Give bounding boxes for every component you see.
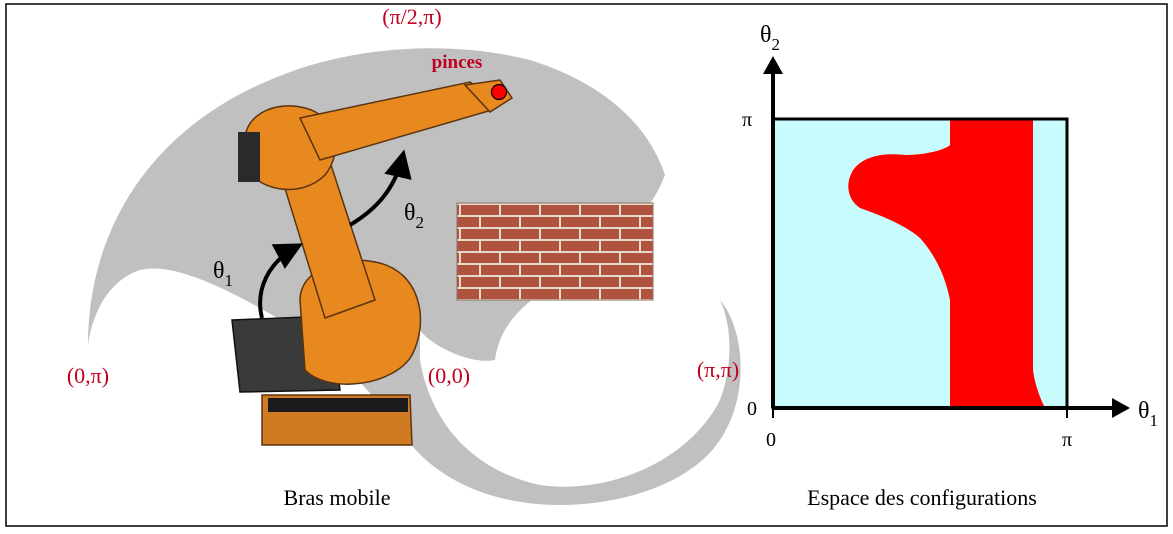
theta1-label: θ1 bbox=[213, 258, 233, 290]
brick-wall bbox=[456, 202, 654, 301]
x-axis-symbol: θ bbox=[1138, 398, 1150, 424]
y-axis-subscript: 2 bbox=[772, 35, 781, 54]
x-axis-subscript: 1 bbox=[1150, 411, 1159, 430]
y-axis-symbol: θ bbox=[760, 22, 772, 48]
theta1-subscript: 1 bbox=[225, 271, 234, 290]
x-axis-label: θ1 bbox=[1138, 398, 1158, 430]
x-tick-label-max: π bbox=[1062, 429, 1072, 451]
y-tick-label-max: π bbox=[742, 109, 752, 131]
x-tick-label-min: 0 bbox=[766, 429, 776, 451]
gripper-label: pinces bbox=[432, 52, 483, 73]
theta1-arrow bbox=[258, 243, 303, 319]
robot-arm-panel: pinces (π/2,π) (0,π) (0,0) (π,π) θ1 θ2 B… bbox=[67, 4, 741, 510]
figure-frame bbox=[5, 3, 1168, 527]
theta2-subscript: 2 bbox=[416, 213, 425, 232]
gripper-marker bbox=[490, 83, 508, 101]
configuration-space-panel: 0 π 0 π θ1 θ2 Espace des configurations bbox=[742, 22, 1158, 510]
robot-base-ring bbox=[268, 398, 408, 412]
left-caption: Bras mobile bbox=[284, 485, 391, 510]
y-axis-label: θ2 bbox=[760, 22, 780, 54]
coord-top: (π/2,π) bbox=[382, 4, 441, 29]
theta2-symbol: θ bbox=[404, 200, 416, 226]
theta1-symbol: θ bbox=[213, 258, 225, 284]
x-axis-arrowhead bbox=[1112, 398, 1130, 418]
y-tick-label-min: 0 bbox=[747, 398, 757, 420]
right-caption: Espace des configurations bbox=[807, 485, 1037, 510]
coord-center: (0,0) bbox=[428, 363, 470, 388]
robot-motor bbox=[238, 132, 260, 182]
coord-left: (0,π) bbox=[67, 363, 109, 388]
theta2-arrow bbox=[348, 149, 412, 227]
coord-right: (π,π) bbox=[697, 357, 739, 382]
theta2-label: θ2 bbox=[404, 200, 424, 232]
y-axis-arrowhead bbox=[763, 56, 783, 74]
obstacle-region bbox=[848, 119, 1045, 408]
robot-arm bbox=[231, 79, 514, 446]
